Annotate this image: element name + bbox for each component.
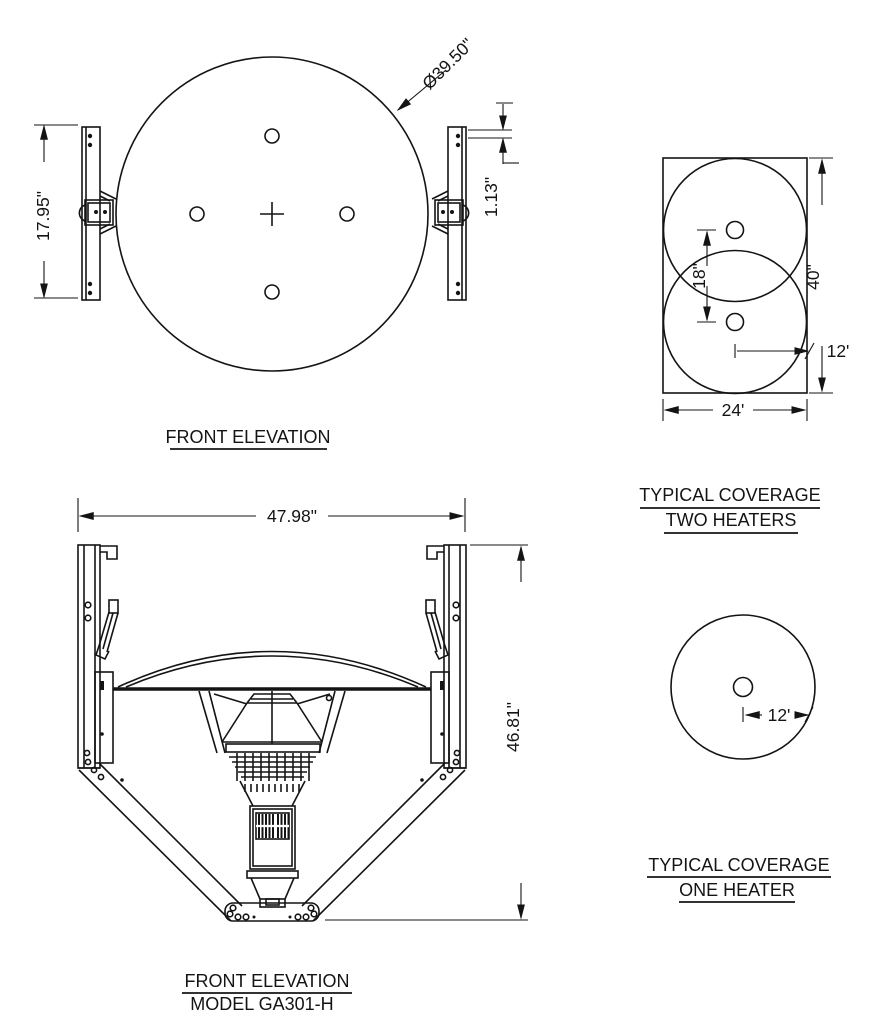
coverage-one-geometry	[670, 614, 816, 760]
dim-frame-width: 47.98"	[267, 506, 317, 526]
dim-coverage-depth: 40"	[803, 264, 823, 290]
coverage-one-title-line1: TYPICAL COVERAGE	[648, 855, 829, 875]
left-mount-bracket	[78, 126, 117, 301]
dim-bracket-height: 17.95"	[33, 191, 53, 241]
dim-heater-spacing: 18"	[689, 263, 709, 289]
dim-frame-height: 46.81"	[503, 702, 523, 752]
coverage-two-geometry	[662, 157, 808, 395]
dim-coverage-radius-two: 12'	[827, 341, 850, 361]
coverage-one-dimensions	[742, 706, 814, 723]
coverage-two-heaters-view: 18" 40" 12' 24' TYPICAL COVERAGE TWO HEA…	[639, 157, 850, 534]
heater-elevation-view: 47.98" 46.81" FRONT ELEVATION MODEL GA30…	[77, 498, 528, 1014]
heater-view-title-line1: FRONT ELEVATION	[184, 971, 349, 991]
heater-symbol-top	[725, 220, 745, 240]
right-frame-post	[425, 544, 467, 769]
disc-geometry	[78, 56, 470, 372]
heater-geometry	[77, 544, 467, 922]
dim-offset: 1.13"	[481, 177, 501, 217]
v-frame-arms	[78, 749, 466, 922]
coverage-two-title-line1: TYPICAL COVERAGE	[639, 485, 820, 505]
disc-elevation-view: 17.95" 1.13" Ø39.50" FRONT ELEVATION	[33, 34, 519, 450]
coverage-two-title-line2: TWO HEATERS	[666, 510, 797, 530]
dome-reflector	[113, 650, 431, 691]
disc-hole-left	[189, 206, 205, 222]
heater-dimensions	[77, 498, 528, 921]
coverage-circle-bottom	[662, 249, 808, 395]
disc-hole-right	[339, 206, 355, 222]
coverage-one-heater-view: 12' TYPICAL COVERAGE ONE HEATER	[647, 614, 831, 903]
coverage-circle-single	[670, 614, 816, 760]
coverage-one-title-line2: ONE HEATER	[679, 880, 795, 900]
coverage-circle-top	[662, 157, 808, 303]
disc-dimensions	[34, 69, 519, 299]
disc-hole-bottom	[264, 284, 280, 300]
right-mount-bracket	[431, 126, 470, 301]
burner-assembly	[198, 690, 346, 807]
dim-coverage-radius-one: 12'	[768, 705, 791, 725]
disc-hole-top	[264, 128, 280, 144]
reflector-disc-outline	[115, 56, 429, 372]
heater-symbol-bottom	[725, 312, 745, 332]
control-box	[246, 805, 299, 908]
coverage-two-dimensions	[662, 157, 833, 421]
disc-view-title: FRONT ELEVATION	[165, 427, 330, 447]
center-cross-mark	[260, 202, 284, 226]
heater-symbol-single	[732, 676, 754, 698]
dim-coverage-width: 24'	[722, 400, 745, 420]
bottom-mount-plate	[224, 902, 320, 922]
heater-view-title-line2: MODEL GA301-H	[190, 994, 333, 1014]
